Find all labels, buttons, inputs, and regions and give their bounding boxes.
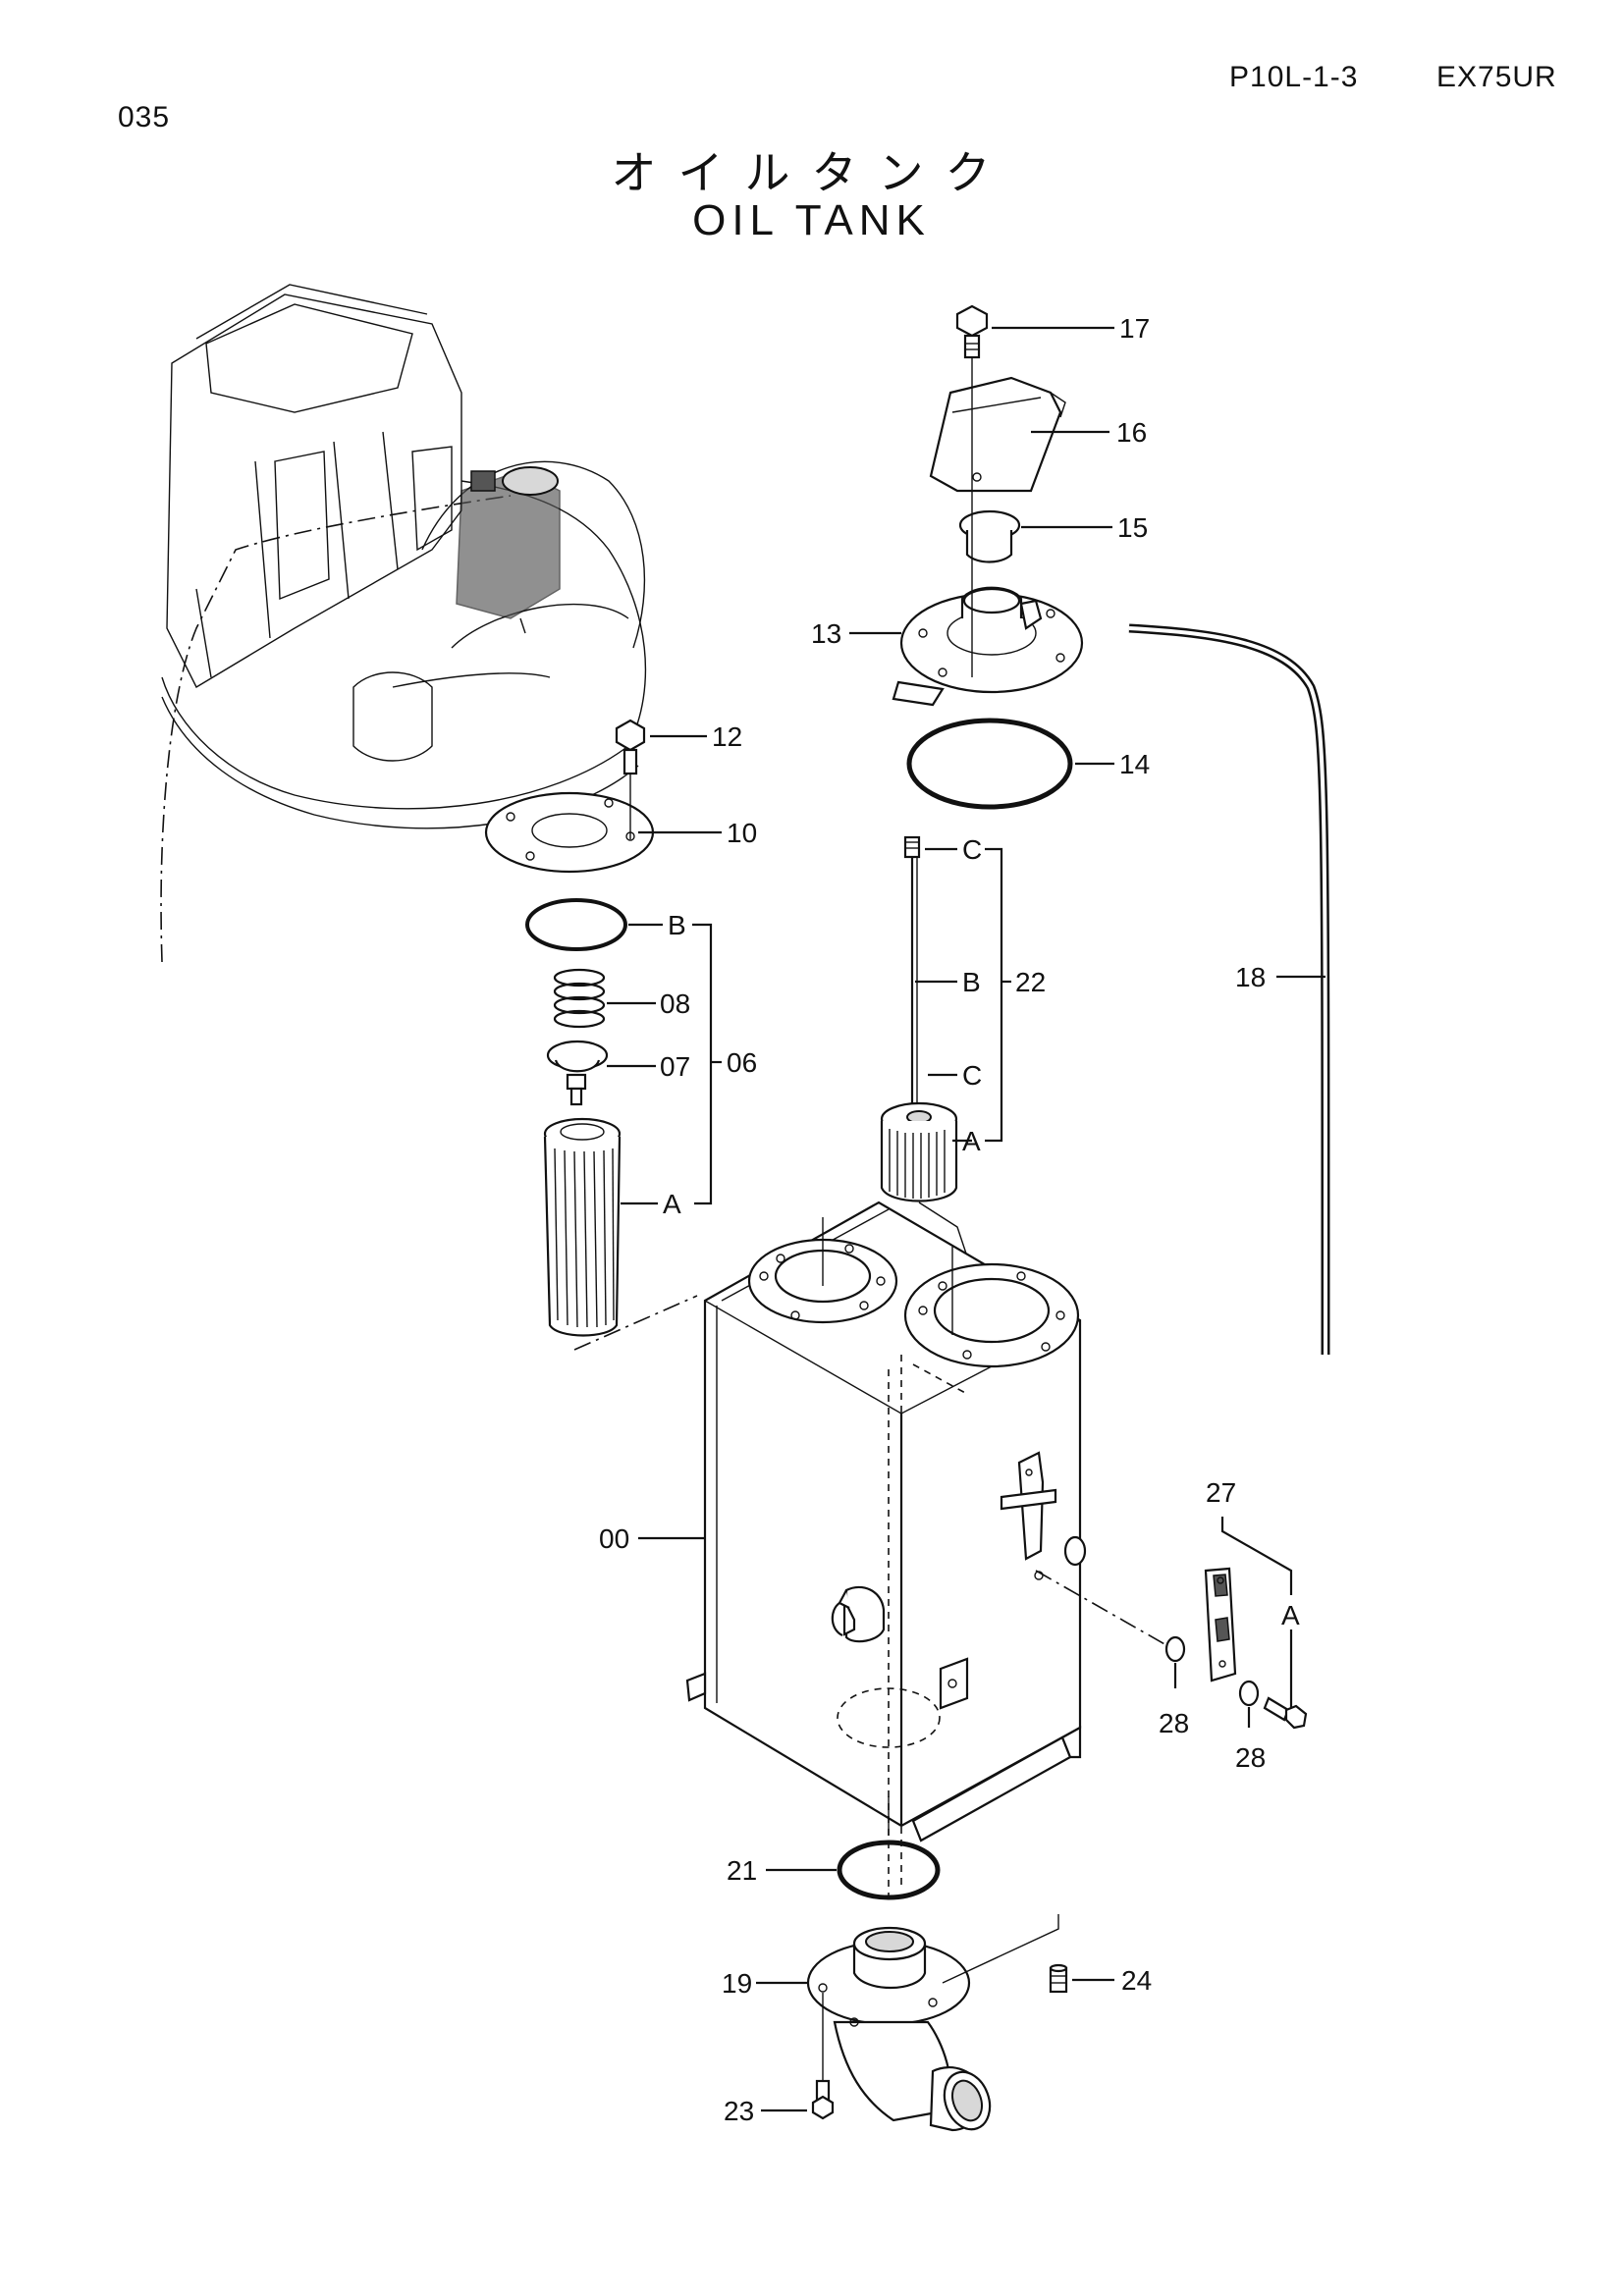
part-06-filter-element [543,1117,658,1337]
part-19-suction-pipe [756,1796,1059,2132]
callout-a-return: A [962,1126,981,1156]
part-16-cover [929,376,1109,493]
callout-14: 14 [1119,749,1150,779]
callout-28-right: 28 [1235,1742,1266,1773]
part-27-bolt [1263,1696,1308,1730]
part-18-hose [1128,623,1330,1356]
callout-13: 13 [811,618,841,649]
callout-c-mid: C [962,1060,982,1091]
part-24-plug [1049,1963,1114,1994]
part-22-return-filter [880,835,1011,1202]
part-08-spring [553,968,656,1029]
excavator-location-sketch [160,284,647,963]
callout-23: 23 [724,2096,754,2126]
part-13-flange [849,586,1084,707]
part-06-axis [573,1295,698,1351]
title-japanese: オイルタンク [611,146,1012,199]
callout-24: 24 [1121,1965,1152,1996]
page-number: 035 [118,101,171,133]
callout-19: 19 [722,1968,752,1999]
part-28-washers [1164,1635,1260,1728]
callout-21: 21 [727,1855,757,1886]
part-06-filter-assembly [525,898,722,1337]
callout-22: 22 [1015,967,1046,997]
callout-06: 06 [727,1047,757,1078]
callout-18: 18 [1235,962,1266,992]
callout-28-left: 28 [1159,1708,1189,1738]
callout-a-filter: A [663,1189,681,1219]
callout-a-gauge: A [1281,1600,1300,1630]
part-00-oil-tank [638,1201,1087,1904]
part-07-valve [546,1040,656,1106]
part-17-bolt [955,304,1114,359]
part-10-cover-plate [484,791,722,874]
model-code: EX75UR [1436,61,1557,93]
callout-c-top: C [962,834,982,865]
callout-17: 17 [1119,313,1150,344]
part-12-bolt [615,719,707,775]
callout-00: 00 [599,1523,629,1554]
part-27-axis [1035,1570,1174,1650]
callout-27: 27 [1206,1477,1236,1508]
part-22-axis [918,1201,968,1257]
part-15-cap [958,509,1112,563]
figure-code: P10L-1-3 [1229,61,1359,93]
callout-10: 10 [727,818,757,848]
callout-labels: 17 16 15 13 14 12 10 B 08 07 06 A C B 22… [599,313,1300,2126]
callout-b-filter: B [668,910,686,940]
part-23-bolt [761,1993,835,2120]
callout-07: 07 [660,1051,690,1082]
part-14-o-ring [906,718,1114,810]
callout-15: 15 [1117,512,1148,543]
part-27-level-gauge [1204,1517,1293,1708]
part-21-o-ring [766,1840,941,1900]
title-english: OIL TANK [692,196,931,244]
callout-12: 12 [712,721,742,752]
callout-16: 16 [1116,417,1147,448]
callout-b-return: B [962,967,981,997]
callout-08: 08 [660,988,690,1019]
